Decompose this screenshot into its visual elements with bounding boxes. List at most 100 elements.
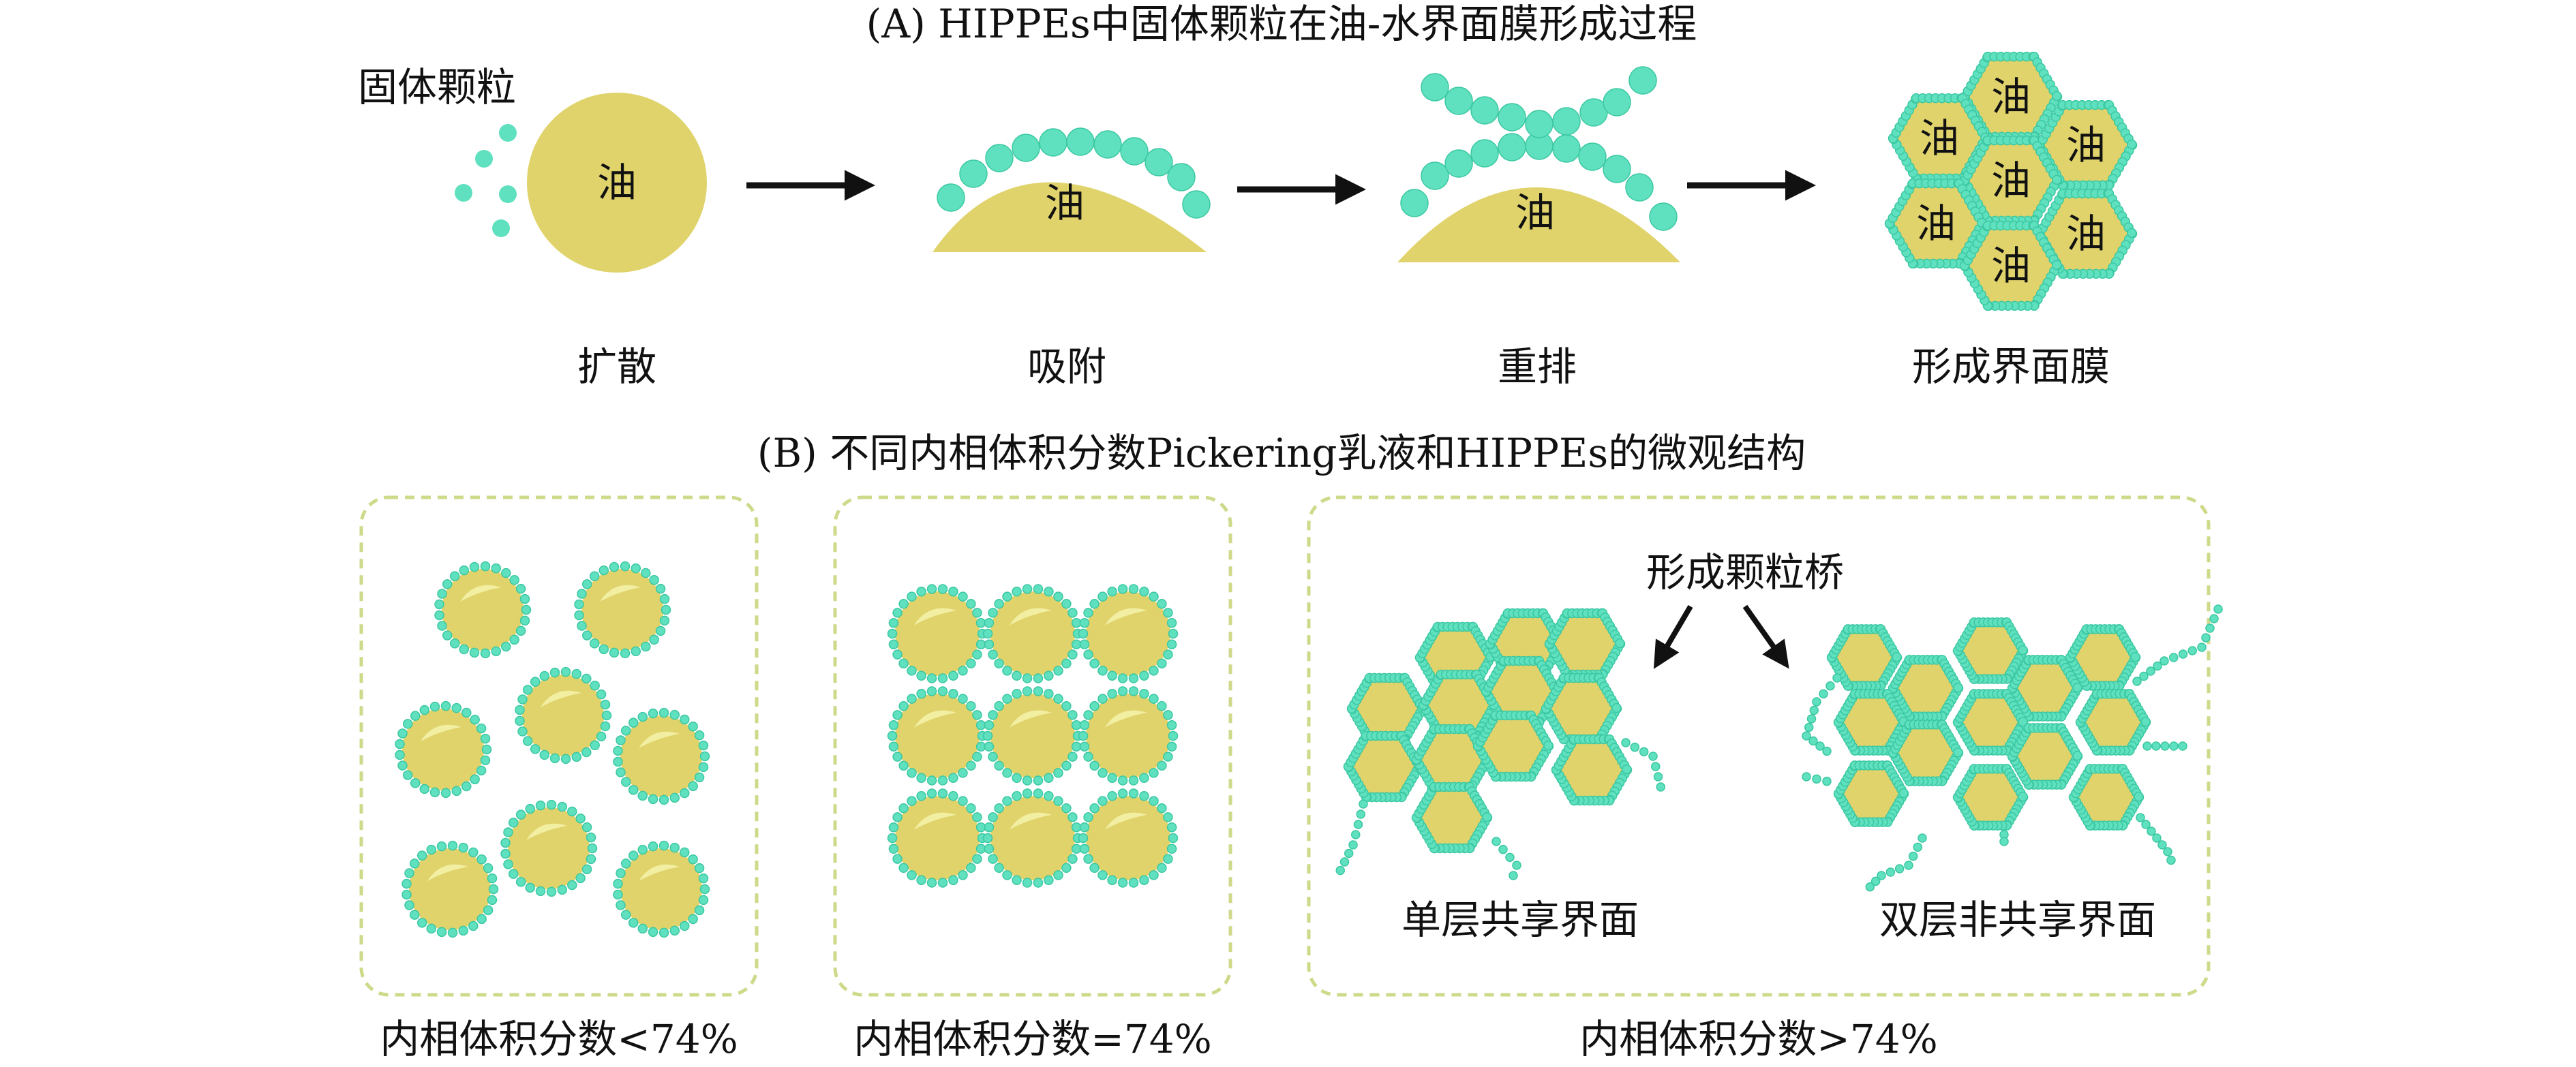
- particle: [488, 884, 499, 895]
- particle: [1166, 720, 1177, 730]
- particle: [1107, 791, 1117, 801]
- particle: [397, 728, 408, 739]
- particle: [600, 721, 611, 732]
- particle: [539, 670, 550, 681]
- particle: [948, 791, 958, 801]
- particle: [669, 842, 680, 853]
- rearrangement-stage: 油: [1397, 66, 1680, 262]
- particle: [1022, 673, 1033, 683]
- particle: [648, 794, 658, 805]
- particle: [655, 583, 666, 594]
- particle: [613, 878, 623, 889]
- particle: [1022, 788, 1033, 799]
- oil-droplet: [522, 675, 604, 756]
- particle: [1107, 875, 1117, 885]
- particle: [500, 848, 511, 859]
- particle: [1107, 689, 1117, 699]
- particle: [1822, 776, 1832, 786]
- particle: [546, 799, 557, 810]
- particle: [907, 666, 917, 676]
- particle: [1139, 791, 1149, 801]
- particle: [1498, 133, 1526, 161]
- oil-label: 油: [1920, 115, 1959, 161]
- droplet-highlight: [1009, 608, 1052, 625]
- particle: [1089, 863, 1100, 873]
- particle: [419, 784, 430, 794]
- particle: [600, 699, 611, 710]
- particle: [631, 646, 641, 657]
- oil-droplet: [1086, 796, 1170, 880]
- particle: [1061, 598, 1072, 609]
- particle: [613, 756, 623, 767]
- oil-hexagon: [1893, 660, 1958, 717]
- oil-hexagon: [1348, 735, 1419, 798]
- oil-hexagon: [1416, 728, 1487, 791]
- particle: [440, 788, 451, 799]
- particle: [907, 870, 917, 880]
- monolayer-label: 单层共享界面: [1401, 897, 1639, 943]
- particle: [451, 702, 462, 713]
- particle: [1033, 788, 1044, 799]
- particle: [1097, 666, 1108, 676]
- particle: [948, 670, 958, 681]
- particle: [680, 847, 690, 858]
- particle: [916, 670, 926, 681]
- particle: [648, 841, 658, 852]
- adsorption-stage: 油: [933, 127, 1211, 252]
- particle: [567, 880, 577, 891]
- particle: [641, 641, 651, 652]
- particle: [577, 589, 587, 599]
- particle: [481, 744, 492, 755]
- particle: [926, 673, 937, 683]
- particle: [616, 868, 626, 878]
- particle: [948, 875, 958, 885]
- particle: [480, 561, 491, 572]
- particle: [892, 752, 903, 762]
- particle: [503, 859, 513, 869]
- particle: [2018, 791, 2028, 802]
- particle: [590, 680, 600, 691]
- oil-droplet: [895, 591, 980, 676]
- particle: [575, 813, 586, 824]
- particle: [480, 733, 491, 744]
- oil-droplet: [402, 709, 484, 790]
- particle: [2178, 741, 2187, 751]
- particle: [958, 796, 968, 806]
- particle: [535, 886, 546, 897]
- particle: [567, 806, 577, 817]
- particle: [1044, 791, 1054, 801]
- particle: [637, 711, 648, 722]
- particle: [2163, 847, 2172, 856]
- particle: [530, 744, 541, 754]
- particle: [1622, 764, 1632, 775]
- particle: [437, 621, 447, 631]
- particle: [1053, 694, 1063, 704]
- particle: [1078, 628, 1089, 639]
- particle: [994, 658, 1004, 669]
- particle: [1053, 768, 1063, 778]
- particle: [966, 700, 976, 711]
- particle: [916, 587, 926, 597]
- oil-hexagon: [1965, 226, 2057, 306]
- bilayer-label: 双层非共享界面: [1879, 897, 2156, 943]
- particle: [887, 628, 898, 639]
- particle: [549, 667, 560, 678]
- step-label-adsorption: 吸附: [1027, 343, 1106, 390]
- particle: [1149, 591, 1159, 602]
- particle: [1044, 773, 1054, 783]
- particle: [1802, 772, 1811, 782]
- particle: [937, 686, 948, 696]
- particle: [401, 878, 412, 889]
- particle: [916, 875, 926, 885]
- particle: [515, 877, 526, 887]
- particle: [975, 639, 986, 650]
- particle: [480, 755, 491, 766]
- particle: [1117, 584, 1128, 594]
- particle: [483, 863, 494, 873]
- particle: [1166, 617, 1177, 628]
- particle: [648, 708, 658, 719]
- particle: [1904, 861, 1913, 870]
- particle: [2209, 614, 2219, 623]
- particle: [1653, 772, 1663, 782]
- particle: [409, 910, 420, 920]
